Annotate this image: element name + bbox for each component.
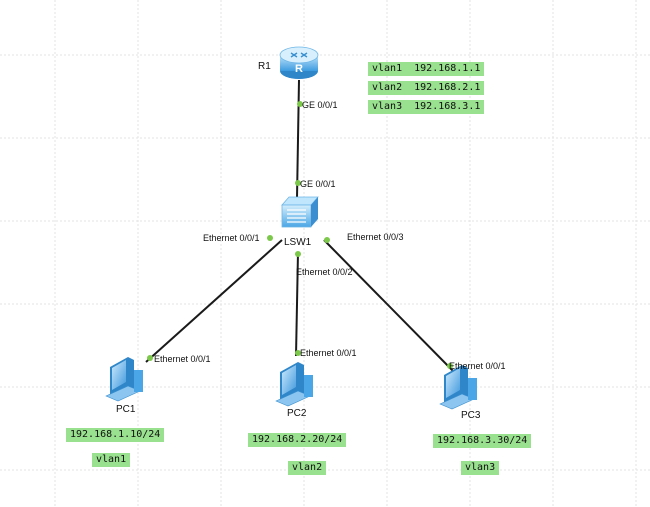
port-dot <box>147 355 153 361</box>
port-dot <box>295 350 301 356</box>
router-r1[interactable]: R R1 <box>258 46 319 79</box>
pc-icon <box>275 362 313 407</box>
port-dot <box>297 101 303 107</box>
port-dot <box>447 363 453 369</box>
pc3[interactable]: PC3 <box>439 365 481 421</box>
link-lsw1-pc3[interactable] <box>323 239 455 373</box>
port-label-pc1-e: Ethernet 0/0/1 <box>154 354 211 364</box>
router-vlan2-label: vlan2 192.168.2.1 <box>368 81 485 95</box>
port-label-lsw1-e3: Ethernet 0/0/3 <box>347 232 404 242</box>
link-lsw1-pc2[interactable] <box>295 251 299 357</box>
port-label-lsw1-e2: Ethernet 0/0/2 <box>296 267 353 277</box>
pc3-ip-label: 192.168.3.30/24 <box>433 434 532 448</box>
svg-text:R: R <box>295 63 303 75</box>
link-r1-lsw1[interactable] <box>296 79 300 199</box>
device-name: PC2 <box>287 408 307 419</box>
router-vlan1-label: vlan1 192.168.1.1 <box>368 62 485 76</box>
port-label-pc2-e: Ethernet 0/0/1 <box>300 348 357 358</box>
port-dot <box>324 237 330 243</box>
device-name: LSW1 <box>284 237 312 248</box>
port-label-r1-ge: GE 0/0/1 <box>302 100 338 110</box>
port-dot <box>295 251 301 257</box>
port-label-lsw1-e1: Ethernet 0/0/1 <box>203 233 260 243</box>
switch-lsw1[interactable]: LSW1 <box>281 196 319 248</box>
pc2[interactable]: PC2 <box>275 362 313 419</box>
device-name: R1 <box>258 61 271 72</box>
port-dots <box>147 101 453 369</box>
port-label-lsw1-ge: GE 0/0/1 <box>300 179 336 189</box>
device-name: PC3 <box>461 410 481 421</box>
port-label-pc3-e: Ethernet 0/0/1 <box>449 361 506 371</box>
pc3-vlan-label: vlan3 <box>461 461 500 475</box>
switch-icon <box>281 196 319 228</box>
pc1-vlan-label: vlan1 <box>92 453 131 467</box>
pc-icon <box>439 365 477 410</box>
port-dot <box>295 180 301 186</box>
pc2-vlan-label: vlan2 <box>288 461 327 475</box>
router-vlan3-label: vlan3 192.168.3.1 <box>368 100 485 114</box>
links <box>145 79 455 373</box>
device-name: PC1 <box>116 404 136 415</box>
pc2-ip-label: 192.168.2.20/24 <box>248 433 347 447</box>
pc-icon <box>105 357 143 402</box>
port-labels: GE 0/0/1 GE 0/0/1 Ethernet 0/0/1 Etherne… <box>154 100 506 371</box>
port-dot <box>267 235 273 241</box>
router-icon: R <box>279 46 319 79</box>
pc1-ip-label: 192.168.1.10/24 <box>66 428 165 442</box>
link-lsw1-pc1[interactable] <box>145 239 283 363</box>
pc1[interactable]: PC1 <box>105 357 143 415</box>
